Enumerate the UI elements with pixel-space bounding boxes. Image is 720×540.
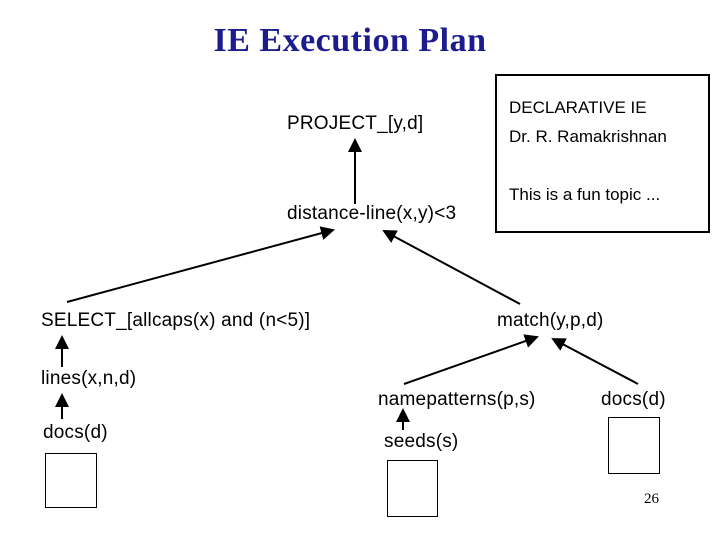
note-box: DECLARATIVE IE Dr. R. Ramakrishnan This …: [495, 74, 710, 233]
node-namepatterns: namepatterns(p,s): [378, 389, 536, 410]
page-number: 26: [644, 491, 659, 507]
node-docs-right: docs(d): [601, 389, 666, 410]
node-select: SELECT_[allcaps(x) and (n<5)]: [41, 310, 311, 331]
node-distance-line: distance-line(x,y)<3: [287, 203, 457, 224]
node-match: match(y,p,d): [497, 310, 604, 331]
note-line-2: Dr. R. Ramakrishnan: [509, 127, 667, 146]
arrow-select-to-distanceline: [66, 226, 335, 303]
node-project: PROJECT_[y,d]: [287, 113, 424, 134]
node-lines: lines(x,n,d): [41, 368, 137, 389]
table-box-seeds: [387, 460, 438, 517]
table-box-docs-right: [608, 417, 660, 474]
arrow-docsright-to-match: [551, 338, 639, 385]
arrow-namepatterns-to-match: [403, 334, 539, 385]
node-docs-left: docs(d): [43, 422, 108, 443]
table-box-docs-left: [45, 453, 97, 508]
node-seeds: seeds(s): [384, 431, 459, 452]
note-line-3: This is a fun topic ...: [509, 185, 661, 204]
arrow-match-to-distanceline: [382, 230, 521, 305]
page-title: IE Execution Plan: [213, 22, 487, 59]
note-line-1: DECLARATIVE IE: [509, 98, 647, 117]
